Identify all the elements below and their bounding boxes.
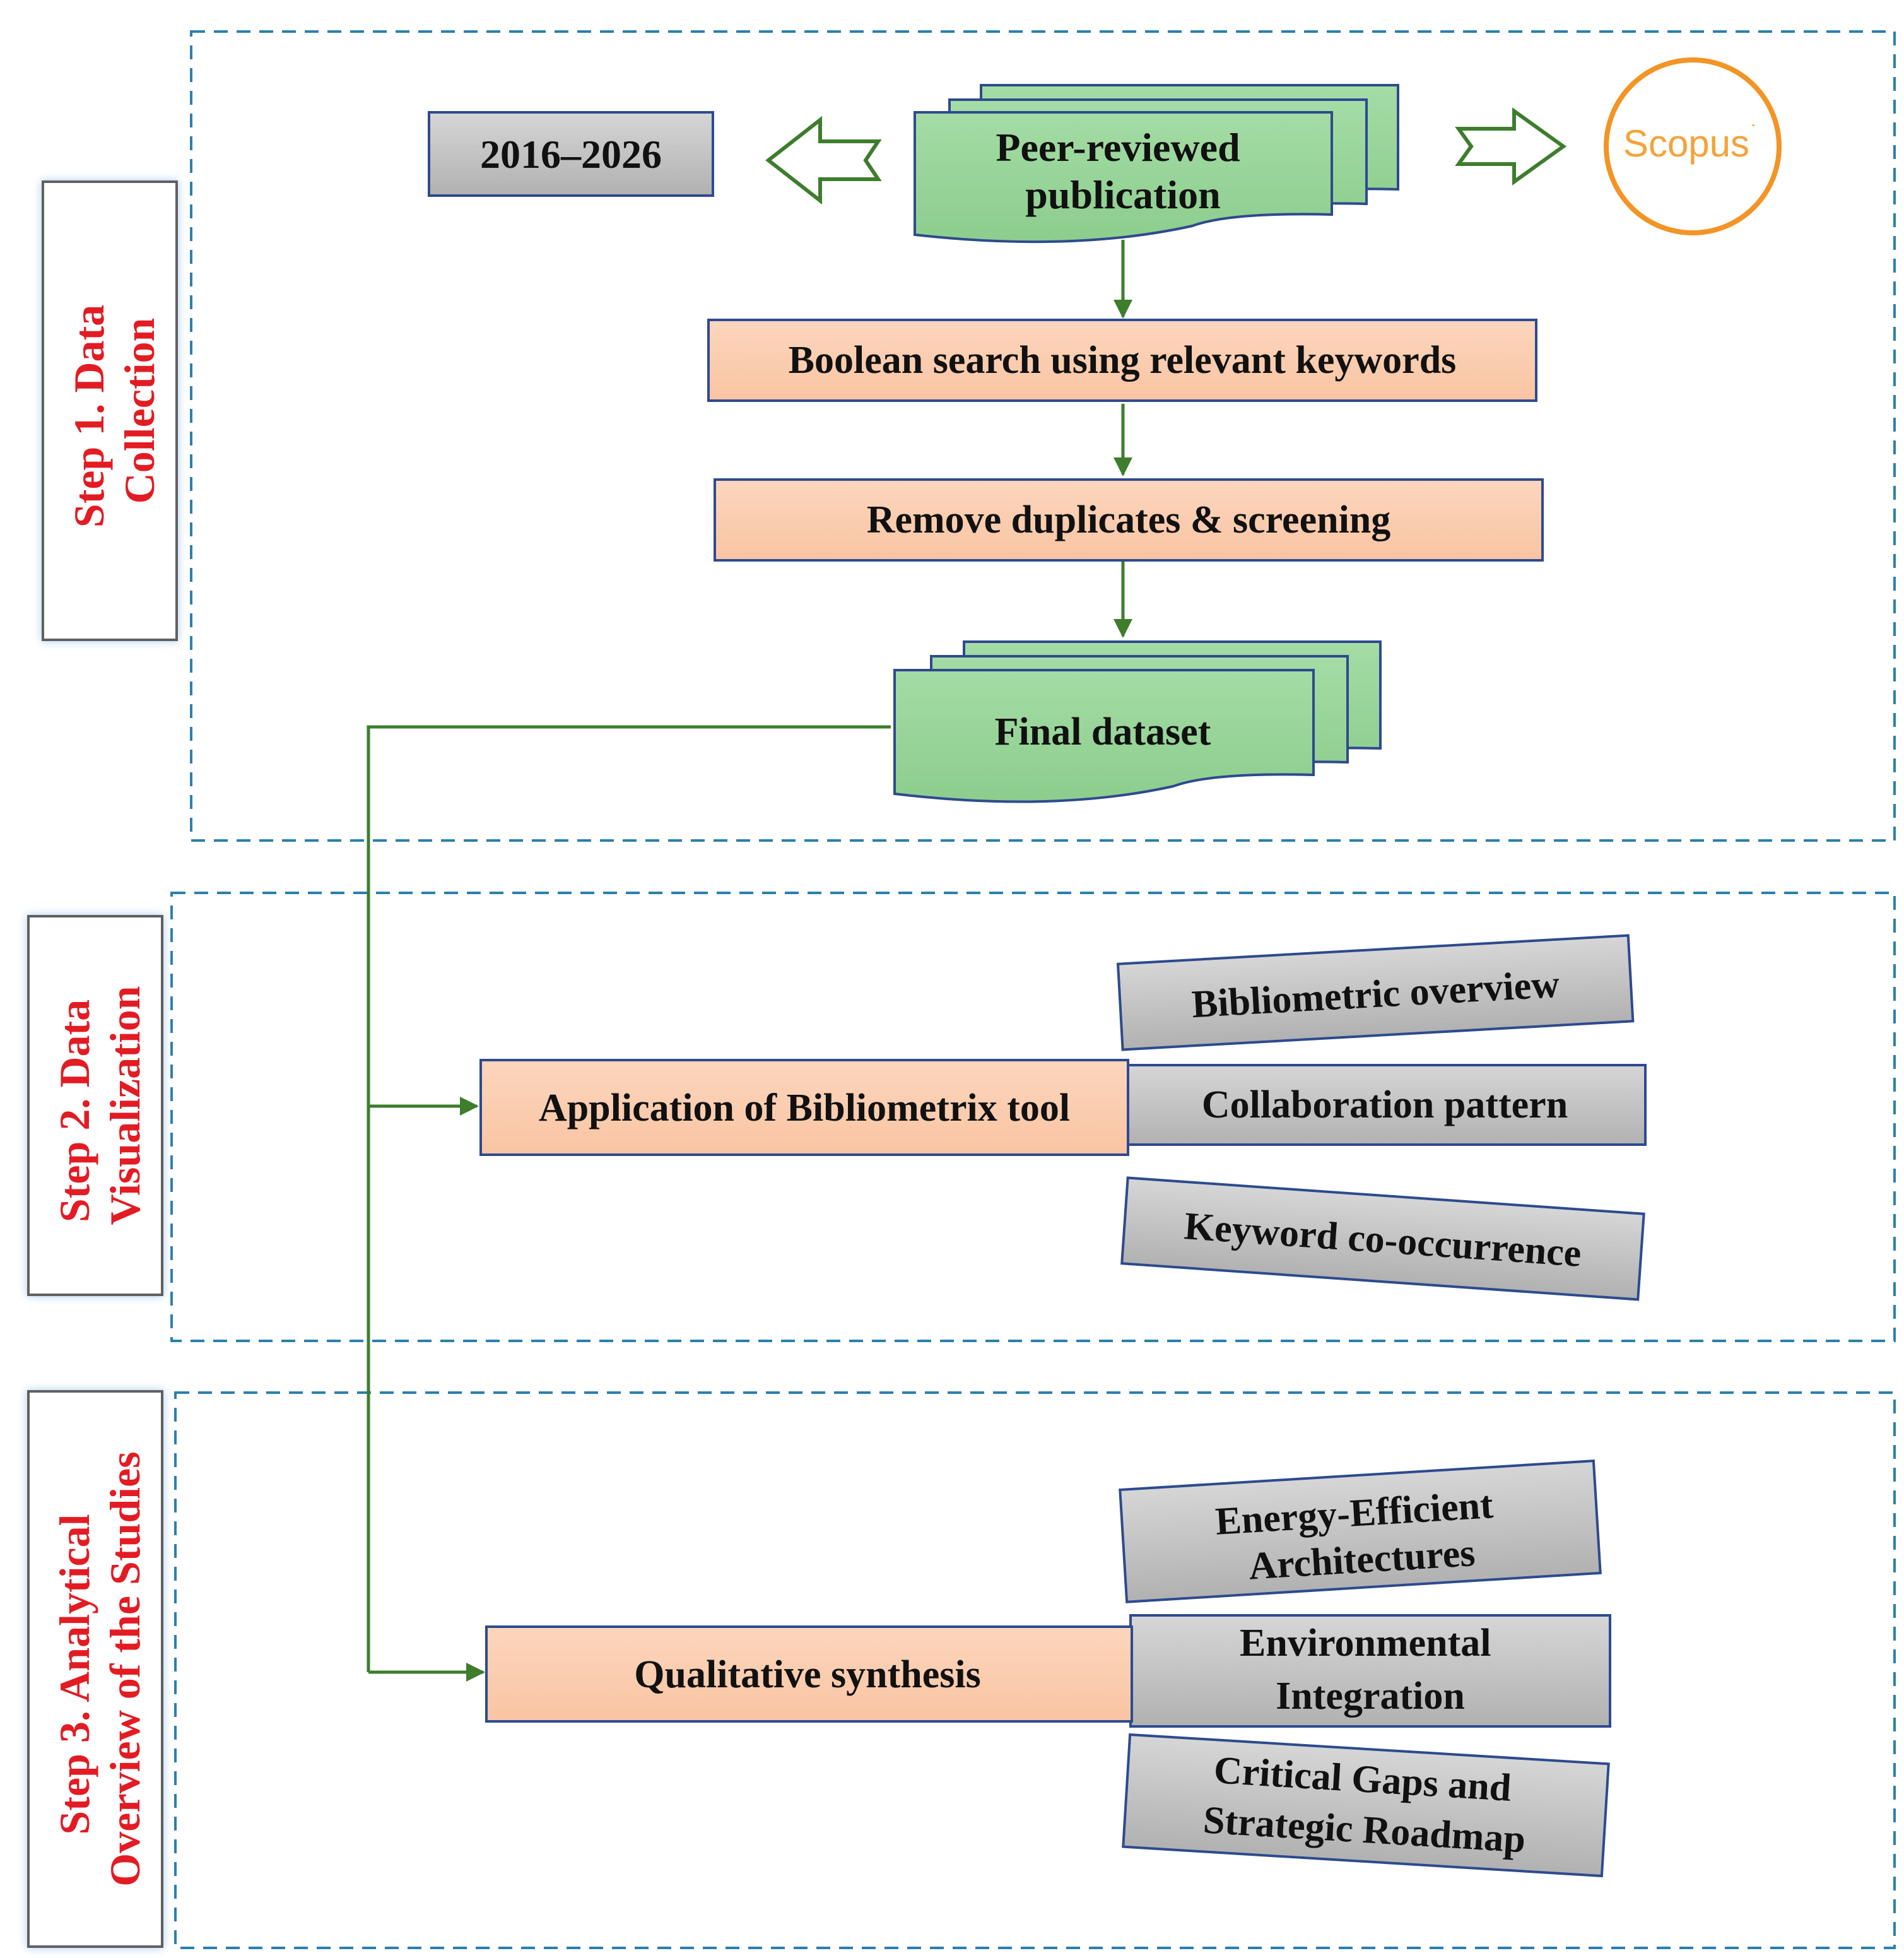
step2-section-frame bbox=[170, 892, 1896, 1342]
theme-critical-gaps: Critical Gaps and Strategic Roadmap bbox=[1122, 1733, 1610, 1878]
step2-label-line2: Visualization bbox=[101, 986, 149, 1225]
connector-final-dataset-trunk bbox=[367, 725, 891, 1672]
output-collaboration-pattern: Collaboration pattern bbox=[1123, 1064, 1647, 1146]
theme-label-environmental-line1: Environmental bbox=[1240, 1622, 1491, 1665]
svg-text:Peer-reviewed publicatio: Peer-reviewed publication bbox=[996, 125, 1250, 217]
final-dataset-node: Final dataset bbox=[893, 640, 1382, 803]
step3-label-line2: Overview of the Studies bbox=[101, 1451, 149, 1886]
output-bibliometric-overview: Bibliometric overview bbox=[1116, 934, 1635, 1051]
output-label-collaboration: Collaboration pattern bbox=[1202, 1083, 1568, 1126]
step1-label-line2: Collection bbox=[115, 318, 163, 504]
step3-label-box: Step 3. Analytical Overview of the Studi… bbox=[27, 1390, 163, 1948]
step3-section-frame bbox=[174, 1391, 1896, 1949]
step3-label-line1: Step 3. Analytical bbox=[50, 1514, 98, 1834]
qualitative-synthesis-label: Qualitative synthesis bbox=[634, 1653, 980, 1696]
theme-label-environmental-line2: Integration bbox=[1276, 1675, 1465, 1718]
peer-reviewed-publication-node: Peer-reviewed publication bbox=[914, 84, 1399, 244]
svg-text:Step 1. Data Collection: Step 1. Data Collection bbox=[65, 294, 163, 528]
step1-section-frame bbox=[190, 30, 1896, 842]
step2-label-box: Step 2. Data Visualization bbox=[27, 915, 163, 1296]
output-keyword-cooccurrence: Keyword co-occurrence bbox=[1120, 1176, 1645, 1301]
boolean-search-label: Boolean search using relevant keywords bbox=[789, 339, 1457, 382]
publication-label-line2: publication bbox=[1025, 172, 1220, 217]
screening-box: Remove duplicates & screening bbox=[714, 478, 1544, 562]
step1-label-line1: Step 1. Data bbox=[65, 305, 113, 528]
qualitative-synthesis-box: Qualitative synthesis bbox=[485, 1625, 1133, 1723]
scopus-logo: Scopus ˙ bbox=[1604, 57, 1782, 235]
svg-text:Environmental Integratio: Environmental Integration bbox=[1240, 1622, 1501, 1718]
theme-energy-efficient: Energy-Efficient Architectures bbox=[1119, 1460, 1602, 1603]
left-arrow-icon bbox=[765, 115, 882, 205]
step1-label-box: Step 1. Data Collection bbox=[42, 180, 178, 641]
period-label: 2016–2026 bbox=[480, 132, 662, 177]
scopus-logo-mark: ˙ bbox=[1751, 121, 1758, 145]
scopus-logo-text: Scopus bbox=[1623, 122, 1749, 165]
bibliometrix-tool-box: Application of Bibliometrix tool bbox=[479, 1059, 1129, 1156]
final-dataset-label: Final dataset bbox=[995, 711, 1211, 753]
period-box: 2016–2026 bbox=[428, 111, 714, 197]
theme-environmental-integration: Environmental Integration bbox=[1129, 1614, 1611, 1728]
svg-text:Step 2. Data Visualizati: Step 2. Data Visualization bbox=[50, 986, 149, 1225]
right-arrow-icon bbox=[1455, 107, 1567, 186]
screening-label: Remove duplicates & screening bbox=[867, 498, 1391, 541]
bibliometrix-tool-label: Application of Bibliometrix tool bbox=[539, 1087, 1070, 1129]
boolean-search-box: Boolean search using relevant keywords bbox=[707, 319, 1537, 402]
step2-label-line1: Step 2. Data bbox=[50, 1000, 98, 1222]
svg-text:Step 3. Analytical Overv: Step 3. Analytical Overview of the Studi… bbox=[50, 1451, 149, 1886]
publication-label-line1: Peer-reviewed bbox=[996, 125, 1240, 170]
